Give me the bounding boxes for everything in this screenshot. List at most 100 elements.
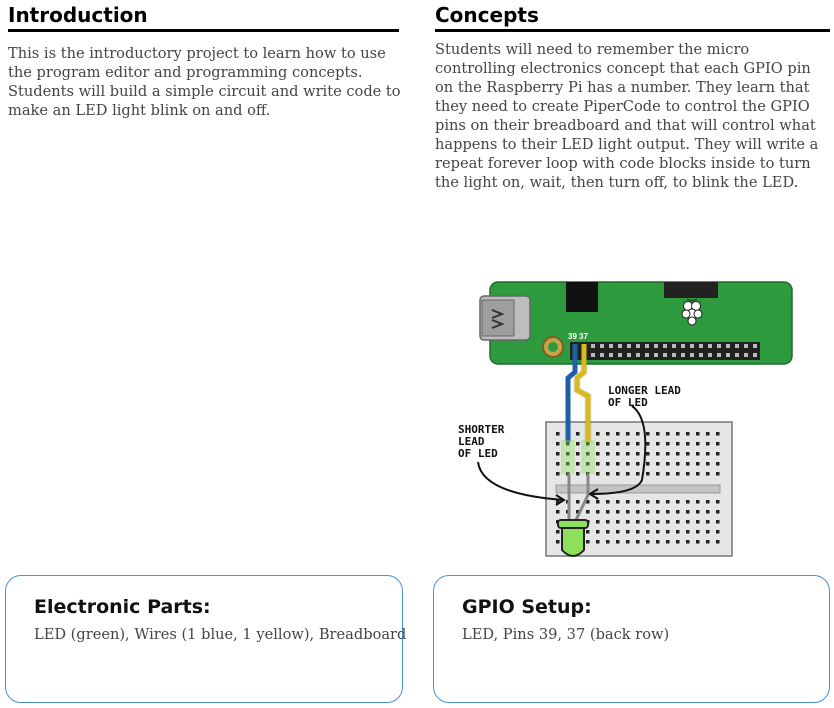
breadboard-hole [626, 452, 630, 456]
breadboard-hole [706, 462, 710, 466]
concepts-heading: Concepts [435, 2, 830, 32]
breadboard-hole [566, 452, 570, 456]
breadboard-hole [576, 442, 580, 446]
breadboard-hole [586, 452, 590, 456]
breadboard-hole [696, 530, 700, 534]
breadboard-hole [586, 472, 590, 476]
breadboard-hole [596, 500, 600, 504]
breadboard-hole [646, 472, 650, 476]
breadboard-hole [686, 530, 690, 534]
breadboard-hole [596, 442, 600, 446]
breadboard-hole [606, 500, 610, 504]
breadboard-hole [606, 540, 610, 544]
breadboard-hole [666, 520, 670, 524]
breadboard-hole [656, 530, 660, 534]
breadboard-hole [676, 442, 680, 446]
breadboard-hole [676, 452, 680, 456]
breadboard-hole [666, 472, 670, 476]
breadboard-hole [706, 472, 710, 476]
breadboard-hole [686, 472, 690, 476]
gpio-setup-card: GPIO Setup: LED, Pins 39, 37 (back row) [433, 575, 830, 703]
breadboard-hole [676, 510, 680, 514]
breadboard-hole [696, 432, 700, 436]
breadboard-hole [696, 472, 700, 476]
breadboard-hole [686, 500, 690, 504]
breadboard-hole [706, 510, 710, 514]
breadboard-hole [556, 462, 560, 466]
breadboard-hole [606, 510, 610, 514]
breadboard-hole [666, 442, 670, 446]
breadboard-hole [656, 472, 660, 476]
breadboard-hole [666, 452, 670, 456]
breadboard-hole [646, 500, 650, 504]
breadboard-hole [676, 540, 680, 544]
breadboard-hole [606, 472, 610, 476]
breadboard-hole [656, 442, 660, 446]
breadboard-hole [616, 432, 620, 436]
breadboard-hole [636, 442, 640, 446]
circuit-diagram: 39 37 LONGER LEAD OF LED SHORTER LEAD OF… [452, 280, 802, 575]
wire-blue [565, 344, 578, 442]
breadboard-hole [656, 432, 660, 436]
breadboard-hole [576, 472, 580, 476]
breadboard-hole [696, 462, 700, 466]
electronic-parts-title: Electronic Parts: [34, 596, 211, 618]
breadboard-hole [686, 432, 690, 436]
breadboard-hole [576, 500, 580, 504]
introduction-heading: Introduction [8, 2, 399, 32]
breadboard-hole [606, 520, 610, 524]
breadboard-hole [676, 530, 680, 534]
breadboard-hole [706, 500, 710, 504]
breadboard-hole [626, 540, 630, 544]
breadboard-hole [556, 500, 560, 504]
breadboard-hole [686, 540, 690, 544]
raspberry-logo-icon [681, 298, 703, 326]
breadboard-hole [676, 432, 680, 436]
breadboard-hole [626, 462, 630, 466]
breadboard-hole [696, 442, 700, 446]
breadboard-hole [636, 500, 640, 504]
longer-lead-label-1: LONGER LEAD [608, 384, 681, 397]
breadboard-hole [606, 462, 610, 466]
breadboard-hole [686, 462, 690, 466]
breadboard-hole [716, 472, 720, 476]
circuit-diagram-svg: 39 37 LONGER LEAD OF LED SHORTER LEAD OF… [458, 281, 793, 557]
breadboard-hole [706, 520, 710, 524]
breadboard-hole [716, 520, 720, 524]
breadboard-hole [556, 442, 560, 446]
breadboard-hole [616, 472, 620, 476]
breadboard-hole [666, 510, 670, 514]
breadboard-hole [616, 500, 620, 504]
breadboard-hole [606, 452, 610, 456]
breadboard-hole [556, 432, 560, 436]
breadboard-hole [626, 520, 630, 524]
breadboard-hole [636, 530, 640, 534]
breadboard-hole [616, 510, 620, 514]
breadboard-hole [586, 540, 590, 544]
breadboard-hole [706, 452, 710, 456]
breadboard-hole [566, 462, 570, 466]
breadboard-hole [626, 500, 630, 504]
gpio-setup-title: GPIO Setup: [462, 596, 592, 618]
shorter-lead-label-3: OF LED [458, 447, 498, 460]
breadboard-hole [606, 530, 610, 534]
breadboard-hole [706, 442, 710, 446]
concepts-text: Students will need to remember the micro… [435, 41, 819, 191]
electronic-parts-card: Electronic Parts: LED (green), Wires (1 … [5, 575, 406, 703]
breadboard-hole [666, 530, 670, 534]
breadboard-hole [656, 500, 660, 504]
breadboard-hole [586, 500, 590, 504]
breadboard-hole [616, 520, 620, 524]
breadboard-hole [716, 530, 720, 534]
gpio-header [570, 342, 760, 360]
breadboard-hole [636, 540, 640, 544]
breadboard-hole [556, 452, 560, 456]
breadboard-hole [666, 432, 670, 436]
breadboard-hole [686, 442, 690, 446]
breadboard-hole [646, 432, 650, 436]
breadboard-hole [656, 452, 660, 456]
breadboard-hole [586, 510, 590, 514]
breadboard-hole [616, 462, 620, 466]
breadboard-hole [696, 500, 700, 504]
breadboard-hole [556, 540, 560, 544]
